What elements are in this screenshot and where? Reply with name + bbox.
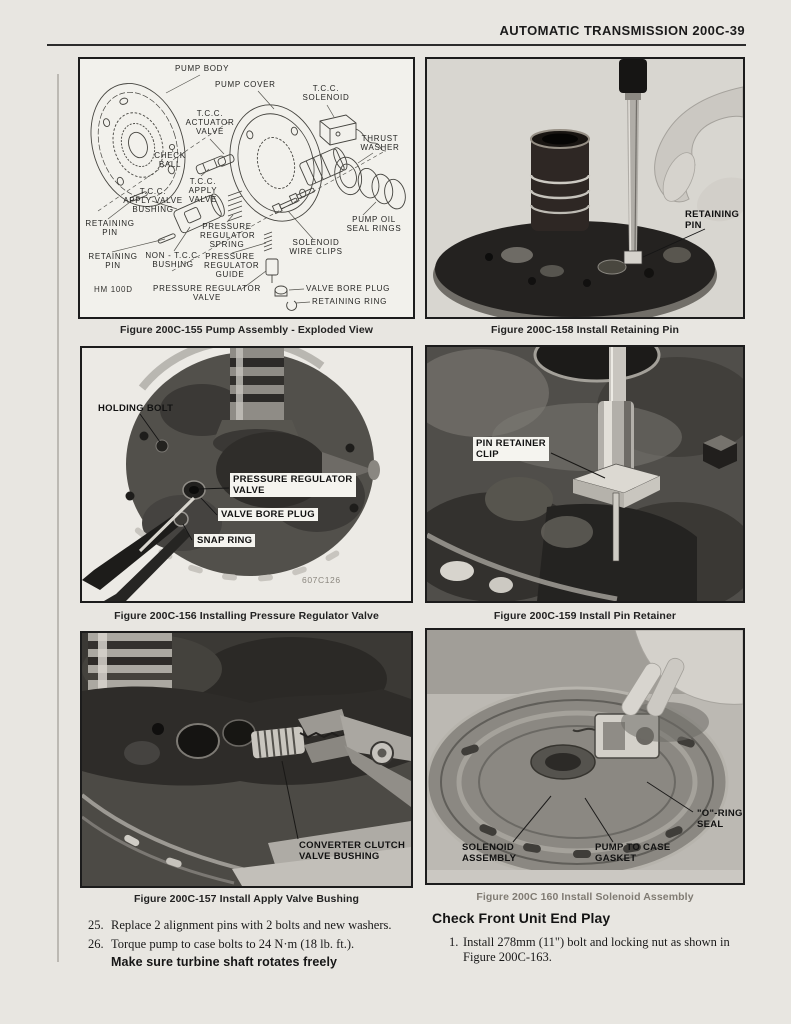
label-pump-to-case-gasket: PUMP TO CASE GASKET [595,842,671,865]
note-1-number: 1. [449,935,459,949]
pump-exploded-drawing [90,74,406,311]
holding-bolt-part [155,439,169,453]
figure-200c-157: CONVERTER CLUTCH VALVE BUSHING [80,631,413,888]
retaining-pin-part [623,250,643,265]
leader-line [642,228,706,258]
label-thrust-washer: THRUST WASHER [360,134,400,152]
label-solenoid-assembly: SOLENOID ASSEMBLY [462,842,517,865]
label-valve-bore-plug: VALVE BORE PLUG [306,284,391,293]
washer-and-seal-rings [334,156,406,210]
leader-line [550,452,606,479]
leader-lines [107,74,377,304]
photo-code: 607C126 [302,575,341,585]
label-o-ring-seal: "O"-RING SEAL [697,808,743,831]
label-retaining-ring: RETAINING RING [312,297,387,306]
label-pump-cover: PUMP COVER [215,80,276,89]
figure-caption-157: Figure 200C-157 Install Apply Valve Bush… [133,893,360,905]
label-tcc-apply-valve-bushing: T.C.C. APPLY VALVE BUSHING [123,187,183,214]
label-pressure-regulator-valve: PRESSURE REGULATOR VALVE [230,473,356,498]
install-pin-retainer-photo [427,347,743,601]
label-retaining-pin: RETAINING PIN [685,209,740,232]
label-tcc-apply-valve: T.C.C. APPLY VALVE [188,177,218,204]
bushing-part [251,726,305,759]
diagram-code: HM 100D [94,285,133,294]
cover-hub [299,147,348,186]
page-gutter-shadow [57,74,59,962]
label-solenoid-wire-clips: SOLENOID WIRE CLIPS [289,238,343,256]
label-pressure-regulator-guide: PRESSURE REGULATOR GUIDE [204,252,260,279]
install-retaining-pin-photo [427,59,743,317]
driver-tool [609,347,626,405]
header-rule [47,44,746,46]
punch-tool [619,59,647,93]
section-heading: Check Front Unit End Play [432,910,611,926]
label-check-ball: CHECK BALL [154,151,186,169]
rim-slots [461,736,695,858]
label-pin-retainer-clip: PIN RETAINER CLIP [473,437,549,462]
check-ball-part [168,143,176,151]
figure-caption-160: Figure 200C 160 Install Solenoid Assembl… [476,891,694,903]
pump-cover-disc [229,104,323,222]
install-solenoid-photo [427,630,743,883]
leader-lines [512,781,694,843]
pump-body-disc [90,83,186,207]
label-pump-oil-seal-rings: PUMP OIL SEAL RINGS [346,215,402,233]
label-snap-ring: SNAP RING [194,534,256,548]
label-non-tcc-bushing: NON - T.C.C. BUSHING [145,251,201,269]
figure-200c-160: "O"-RING SEAL SOLENOID ASSEMBLY PUMP TO … [425,628,745,885]
leader-lines [139,413,230,541]
leader-line [281,760,299,840]
note-25-number: 25. [88,918,104,932]
label-tcc-solenoid: T.C.C. SOLENOID [302,84,350,102]
regulator-spring-part [227,190,243,222]
figure-200c-159: PIN RETAINER CLIP [425,345,745,603]
figure-200c-156: HOLDING BOLT PRESSURE REGULATOR VALVE VA… [80,346,413,603]
figure-caption-155: Figure 200C-155 Pump Assembly - Exploded… [119,324,374,336]
note-26-text: Torque pump to case bolts to 24 N·m (18 … [111,937,355,951]
label-pump-body: PUMP BODY [175,64,230,73]
label-pressure-regulator-spring: PRESSURE REGULATOR SPRING [200,222,256,249]
label-retaining-pin-2: RETAINING PIN [88,252,138,270]
figure-caption-156: Figure 200C-156 Installing Pressure Regu… [114,610,379,622]
figure-caption-158: Figure 200C-158 Install Retaining Pin [490,324,680,336]
note-25-text: Replace 2 alignment pins with 2 bolts an… [111,918,392,932]
note-26-number: 26. [88,937,104,951]
label-valve-bore-plug: VALVE BORE PLUG [218,508,318,522]
figure-200c-158: RETAINING PIN [425,57,745,319]
label-converter-clutch-valve-bushing: CONVERTER CLUTCH VALVE BUSHING [299,840,406,863]
bushing-part [173,193,225,234]
page-header: AUTOMATIC TRANSMISSION 200C-39 [499,23,745,38]
install-apply-valve-bushing-photo [82,633,411,886]
figure-200c-155: PUMP BODY PUMP COVER T.C.C. SOLENOID T.C… [78,57,415,319]
note-emphasis: Make sure turbine shaft rotates freely [111,955,338,969]
label-tcc-actuator-valve: T.C.C. ACTUATOR VALVE [185,109,235,136]
note-1-text: Install 278mm (11") bolt and locking nut… [463,935,730,964]
label-retaining-pin-1: RETAINING PIN [85,219,135,237]
label-pressure-regulator-valve: PRESSURE REGULATOR VALVE [153,284,261,302]
pliers [298,709,348,737]
figure-caption-159: Figure 200C-159 Install Pin Retainer [493,610,677,622]
label-holding-bolt: HOLDING BOLT [98,403,174,414]
solenoid-part [319,114,387,152]
